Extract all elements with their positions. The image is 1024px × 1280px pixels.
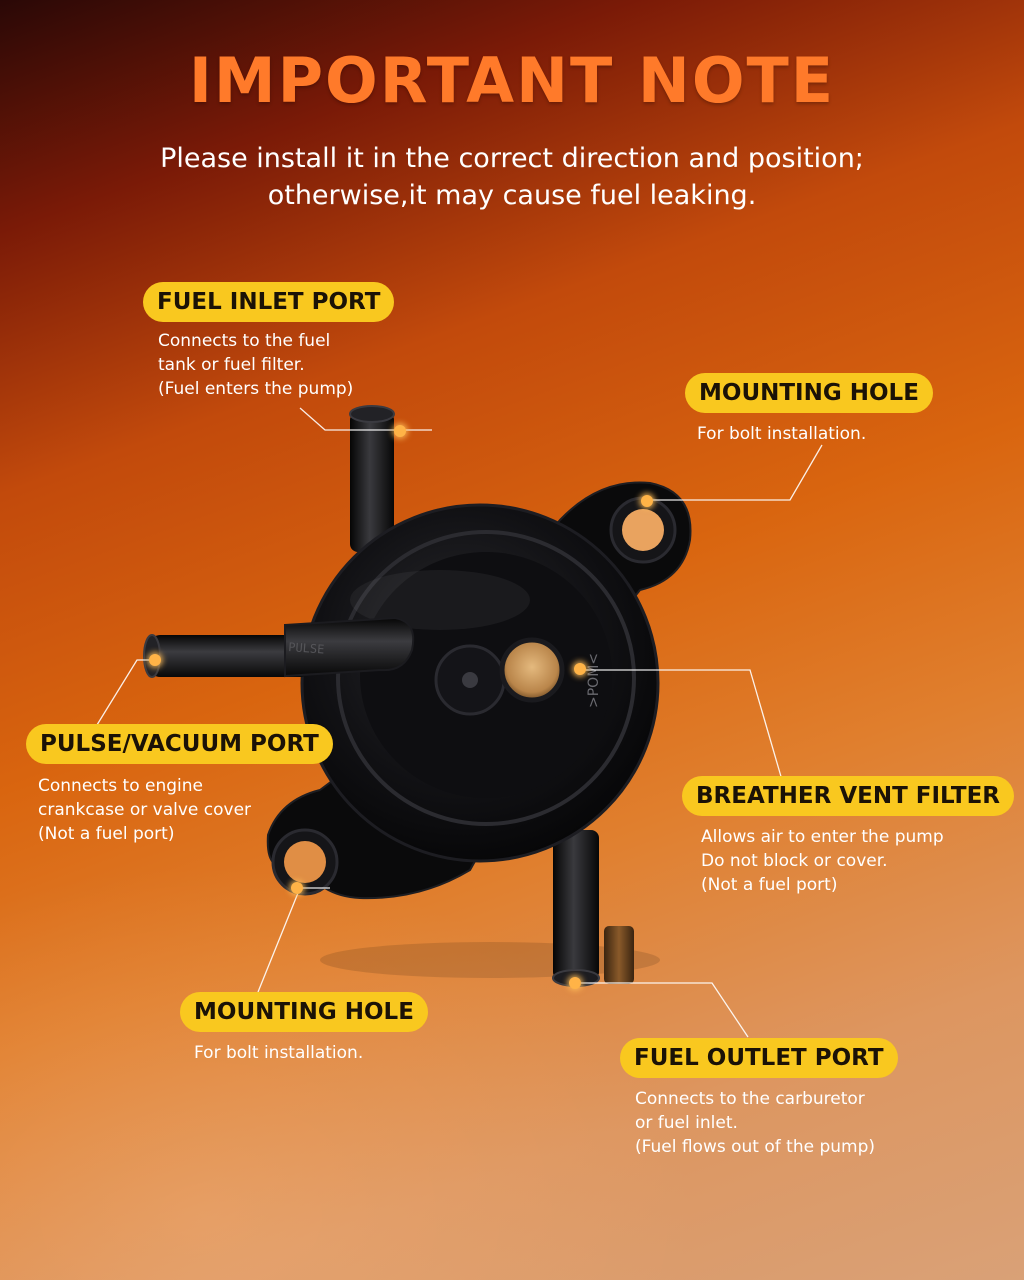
- pump-center-screw: [462, 672, 478, 688]
- callout-mounting-hole-bottom-desc: For bolt installation.: [194, 1043, 364, 1063]
- callout-breather-title: BREATHER VENT FILTER: [682, 776, 1015, 816]
- subtitle-line-2: otherwise,it may cause fuel leaking.: [267, 180, 757, 211]
- leader-fuel-outlet: [578, 982, 749, 1038]
- callout-fuel-inlet-desc: Connects to the fuel tank or fuel filter…: [158, 331, 354, 399]
- page-subtitle: Please install it in the correct directi…: [60, 140, 964, 214]
- pump-body-rim: [336, 530, 636, 826]
- callout-fuel-inlet-title: FUEL INLET PORT: [143, 282, 395, 322]
- dot-mounting-hole-top: [641, 495, 653, 507]
- callout-mounting-hole-bottom-title: MOUNTING HOLE: [180, 992, 428, 1032]
- callout-mounting-hole-top-desc: For bolt installation.: [697, 424, 867, 444]
- inlet-tube-tip: [349, 405, 395, 423]
- callout-fuel-outlet-desc: Connects to the carburetor or fuel inlet…: [635, 1089, 876, 1157]
- pulse-text: PULSE: [288, 640, 325, 656]
- callout-pulse-vacuum-desc: Connects to engine crankcase or valve co…: [38, 776, 252, 844]
- leader-mounting-hole-top: [650, 444, 823, 501]
- dot-breather: [574, 663, 586, 675]
- leader-breather: [582, 669, 783, 781]
- pulse-tube: [150, 635, 310, 677]
- outlet-tube: [553, 830, 599, 980]
- leader-mounting-hole-bottom: [257, 887, 330, 993]
- page-title: IMPORTANT NOTE: [188, 44, 836, 117]
- leader-fuel-inlet: [299, 407, 432, 431]
- inlet-tube: [350, 412, 394, 552]
- mounting-hole-top-opening: [622, 509, 664, 551]
- outlet-brass-fitting: [604, 926, 634, 984]
- callout-fuel-outlet-title: FUEL OUTLET PORT: [620, 1038, 898, 1078]
- breather-filter: [499, 637, 565, 703]
- pump-body-highlight: [350, 570, 530, 630]
- dot-fuel-inlet: [394, 425, 406, 437]
- pom-text: >POM<: [586, 653, 602, 708]
- callout-pulse-vacuum-title: PULSE/VACUUM PORT: [26, 724, 333, 764]
- dot-mounting-hole-bottom: [291, 882, 303, 894]
- callout-breather-desc: Allows air to enter the pump Do not bloc…: [701, 827, 944, 895]
- callout-mounting-hole-top-title: MOUNTING HOLE: [685, 373, 933, 413]
- leader-pulse: [91, 659, 155, 734]
- pulse-elbow: [284, 616, 415, 678]
- subtitle-line-1: Please install it in the correct directi…: [160, 143, 864, 174]
- dot-pulse: [149, 654, 161, 666]
- dot-fuel-outlet: [569, 977, 581, 989]
- mounting-hole-bottom-opening: [284, 841, 326, 883]
